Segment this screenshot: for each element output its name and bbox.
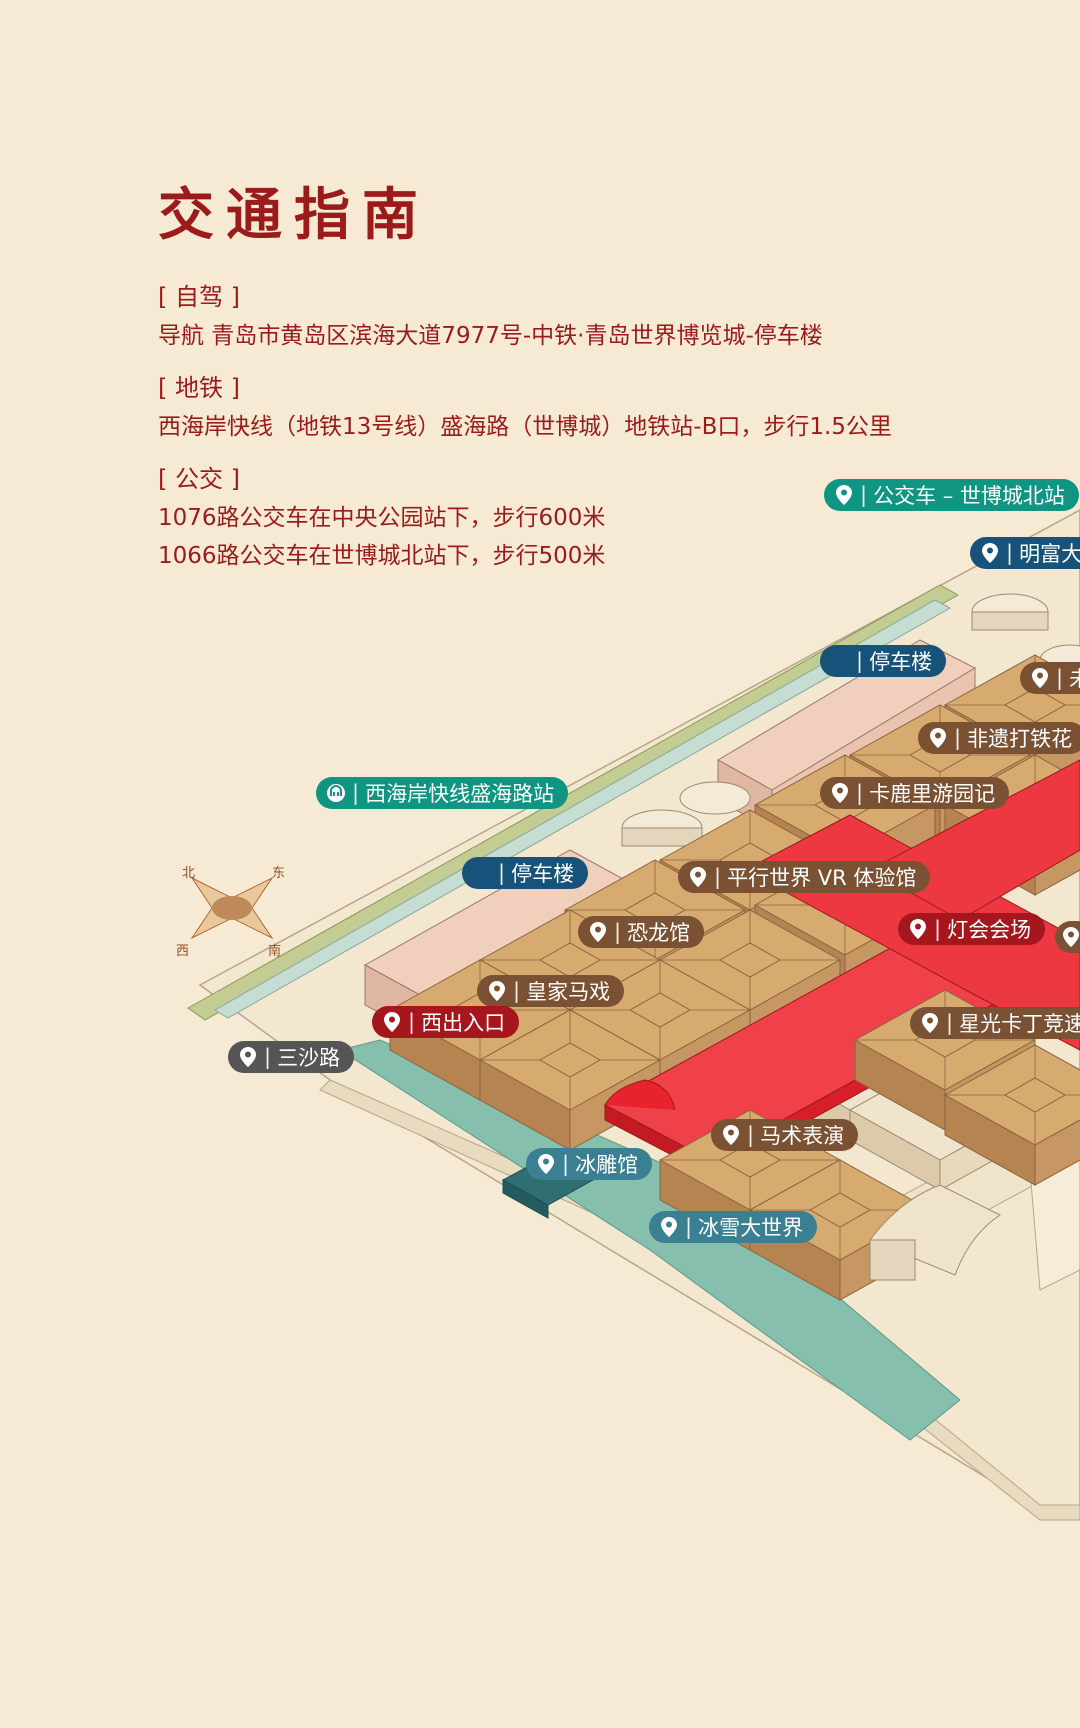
section-text-metro: 西海岸快线（地铁13号线）盛海路（世博城）地铁站-B口，步行1.5公里 <box>158 414 892 440</box>
section-heading-metro: [ 地铁 ] <box>158 374 240 402</box>
map-label-parking-north[interactable]: P |停车楼 <box>820 645 947 677</box>
pin-icon <box>908 919 928 939</box>
map-label-text: 公交车 – 世博城北站 <box>873 484 1065 508</box>
map-label-text: 冰雪大世界 <box>698 1216 804 1240</box>
label-divider: | <box>860 483 868 507</box>
pin-icon <box>1030 668 1050 688</box>
map-label-text: 西出入口 <box>421 1011 506 1035</box>
pin-icon <box>1061 927 1080 947</box>
label-divider: | <box>408 1010 416 1034</box>
section-text-driving: 导航 青岛市黄岛区滨海大道7977号-中铁·青岛世界博览城-停车楼 <box>158 323 823 349</box>
pin-icon <box>920 1013 940 1033</box>
map-label-west-entrance[interactable]: |西出入口 <box>372 1006 520 1038</box>
label-divider: | <box>954 726 962 750</box>
pin-icon <box>487 981 507 1001</box>
page-title: 交通指南 <box>158 182 430 248</box>
pin-icon <box>834 485 854 505</box>
compass-south: 南 <box>268 944 282 959</box>
map-label-sansha-road[interactable]: |三沙路 <box>228 1041 355 1073</box>
compass-west: 西 <box>176 944 190 959</box>
section-heading-bus: [ 公交 ] <box>158 465 240 493</box>
section-text-bus-2: 1066路公交车在世博城北站下，步行500米 <box>158 543 606 569</box>
label-divider: | <box>856 781 864 805</box>
label-divider: | <box>352 781 360 805</box>
label-divider: | <box>614 920 622 944</box>
metro-icon <box>326 783 346 803</box>
map-label-text: 卡鹿里游园记 <box>869 782 996 806</box>
compass-east: 东 <box>272 866 286 881</box>
label-divider: | <box>264 1045 272 1069</box>
compass-north: 北 <box>182 866 196 881</box>
section-heading-driving: [ 自驾 ] <box>158 283 240 311</box>
map-label-wei[interactable]: |未 <box>1020 662 1080 694</box>
label-divider: | <box>1006 541 1014 565</box>
map-label-carnival[interactable]: |卡鹿里游园记 <box>820 777 1010 809</box>
section-text-bus-1: 1076路公交车在中央公园站下，步行600米 <box>158 505 606 531</box>
label-divider: | <box>934 917 942 941</box>
pin-icon <box>588 922 608 942</box>
map-label-text: 星光卡丁竞速 <box>959 1012 1080 1036</box>
map-label-extra-pin[interactable] <box>1055 921 1080 953</box>
pin-icon <box>830 783 850 803</box>
pin-icon <box>980 543 1000 563</box>
map-label-horse-show[interactable]: |马术表演 <box>711 1119 859 1151</box>
compass-icon <box>190 876 274 940</box>
map-label-text: 恐龙馆 <box>627 921 691 945</box>
label-divider: | <box>562 1152 570 1176</box>
map-label-text: 西海岸快线盛海路站 <box>365 782 555 806</box>
pin-icon <box>659 1217 679 1237</box>
label-divider: | <box>747 1123 755 1147</box>
map-label-royal-circus[interactable]: |皇家马戏 <box>477 975 625 1007</box>
map-label-text: 冰雕馆 <box>575 1153 639 1177</box>
label-divider: | <box>856 649 864 673</box>
map-label-text: 三沙路 <box>277 1046 341 1070</box>
map-label-text: 未 <box>1069 667 1080 691</box>
map-label-mingfu[interactable]: |明富大 <box>970 537 1080 569</box>
label-divider: | <box>498 861 506 885</box>
map-label-text: 马术表演 <box>760 1124 845 1148</box>
label-divider: | <box>685 1215 693 1239</box>
pin-icon <box>536 1154 556 1174</box>
pin-icon <box>721 1125 741 1145</box>
map-label-text: 停车楼 <box>511 862 575 886</box>
pin-icon <box>382 1012 402 1032</box>
map-label-text: 平行世界 VR 体验馆 <box>727 866 917 890</box>
map-label-vr-experience[interactable]: |平行世界 VR 体验馆 <box>678 861 931 893</box>
map-label-ice-snow-world[interactable]: |冰雪大世界 <box>649 1211 818 1243</box>
map-label-metro-station[interactable]: |西海岸快线盛海路站 <box>316 777 569 809</box>
map-label-dinosaur-hall[interactable]: |恐龙馆 <box>578 916 705 948</box>
map-label-starlight-karting[interactable]: |星光卡丁竞速 <box>910 1007 1080 1039</box>
label-divider: | <box>946 1011 954 1035</box>
map-label-text: 停车楼 <box>869 650 933 674</box>
map-label-text: 明富大 <box>1019 542 1080 566</box>
label-divider: | <box>714 865 722 889</box>
pin-icon <box>928 728 948 748</box>
compass: 北 东 南 西 <box>172 858 292 959</box>
pin-icon <box>238 1047 258 1067</box>
parking-icon: P <box>832 649 848 673</box>
map-label-bus-station-shibocheng-north[interactable]: |公交车 – 世博城北站 <box>824 479 1079 511</box>
map-label-text: 非遗打铁花 <box>967 727 1073 751</box>
map-label-text: 灯会会场 <box>947 918 1032 942</box>
map-label-iron-flower[interactable]: |非遗打铁花 <box>918 722 1080 754</box>
parking-icon: P <box>474 861 490 885</box>
map-label-lantern-venue[interactable]: |灯会会场 <box>898 913 1046 945</box>
map-label-text: 皇家马戏 <box>526 980 611 1004</box>
label-divider: | <box>513 979 521 1003</box>
map-label-ice-sculpture[interactable]: |冰雕馆 <box>526 1148 653 1180</box>
pin-icon <box>688 867 708 887</box>
map-label-parking-west[interactable]: P |停车楼 <box>462 857 589 889</box>
label-divider: | <box>1056 666 1064 690</box>
